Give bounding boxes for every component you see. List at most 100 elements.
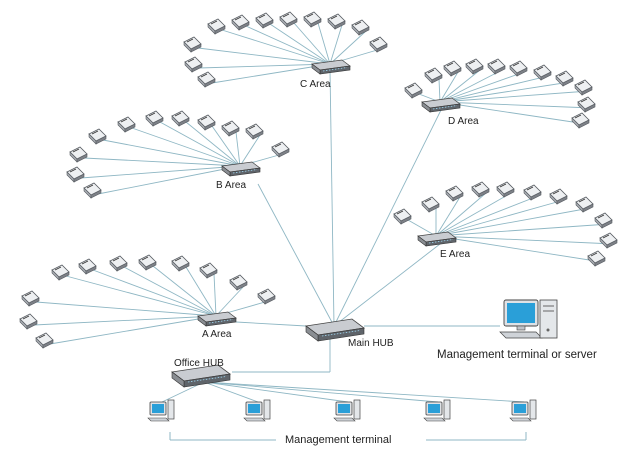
terminal-device-icon — [271, 141, 290, 158]
terminal-device-icon — [571, 112, 590, 129]
terminal-device-icon — [83, 182, 102, 199]
terminal-device-icon — [465, 58, 484, 75]
terminal-device-icon — [577, 96, 596, 113]
terminal-device-icon — [171, 110, 190, 127]
office-pc-link-3 — [203, 381, 349, 403]
d-area-link-7 — [439, 75, 549, 103]
terminal-device-icon — [109, 255, 128, 272]
management-terminal-label: Management terminal — [285, 434, 391, 446]
d-area-link-8 — [439, 81, 571, 103]
e-area-link-10 — [435, 235, 615, 245]
trunk-link-b — [257, 183, 335, 327]
terminal-device-icon — [19, 313, 38, 330]
b-area-label: B Area — [216, 180, 246, 191]
terminal-device-icon — [183, 36, 202, 53]
terminal-device-icon — [471, 181, 490, 198]
terminal-device-icon — [523, 184, 542, 201]
d-area-link-2 — [438, 78, 441, 103]
server-label: Management terminal or server — [437, 349, 597, 361]
e-area-link-8 — [435, 207, 591, 237]
terminal-device-icon — [587, 250, 606, 267]
a-area-link-3 — [123, 266, 217, 317]
desktop-pc-icon — [243, 399, 271, 422]
e-area-link-11 — [435, 235, 603, 263]
d-area-hub — [421, 97, 461, 113]
c-area-link-4 — [293, 22, 331, 65]
connection-lines — [33, 22, 615, 403]
e-area-link-3 — [435, 196, 461, 237]
terminal-device-icon — [404, 82, 423, 99]
e-area-label: E Area — [440, 249, 470, 260]
d-area-link-4 — [439, 69, 481, 103]
terminal-device-icon — [496, 181, 515, 198]
terminal-device-icon — [231, 14, 250, 31]
c-area-link-7 — [329, 30, 367, 65]
terminal-device-icon — [35, 332, 54, 349]
terminal-device-icon — [117, 116, 136, 133]
a-area-label: A Area — [202, 329, 232, 340]
terminal-device-icon — [66, 166, 85, 183]
terminal-device-icon — [197, 71, 216, 88]
terminal-device-icon — [487, 58, 506, 75]
a-area-hub — [197, 311, 237, 327]
e-area-link-1 — [407, 219, 437, 237]
b-area-link-4 — [185, 121, 241, 167]
terminal-device-icon — [599, 232, 618, 249]
trunk-link-e — [333, 243, 441, 327]
terminal-device-icon — [51, 264, 70, 281]
trunk-link-c — [329, 69, 335, 327]
b-area-link-9 — [83, 157, 241, 167]
terminal-device-icon — [245, 123, 264, 140]
terminal-device-icon — [229, 274, 248, 291]
terminal-device-icon — [393, 208, 412, 225]
c-area-link-3 — [269, 23, 331, 65]
b-area-link-3 — [159, 121, 241, 167]
terminal-device-icon — [533, 64, 552, 81]
terminal-device-icon — [549, 188, 568, 205]
a-area-link-10 — [33, 315, 217, 326]
desktop-pc-icon — [147, 399, 175, 422]
terminal-device-icon — [327, 13, 346, 30]
b-area-link-2 — [131, 127, 241, 167]
c-area-link-5 — [317, 22, 331, 65]
trunk-link-a — [235, 321, 307, 327]
office-pc-link-5 — [203, 381, 525, 403]
trunk-link-d — [333, 107, 443, 327]
d-area-label: D Area — [448, 116, 479, 127]
c-area-link-6 — [329, 24, 343, 65]
management-terminal-pcs — [147, 399, 537, 422]
terminal-device-icon — [207, 18, 226, 35]
e-area-hub — [417, 231, 457, 247]
terminal-device-icon — [257, 288, 276, 305]
desktop-pc-icon — [509, 399, 537, 422]
a-area-link-9 — [35, 301, 217, 317]
terminal-device-icon — [279, 11, 298, 28]
a-area-link-6 — [213, 273, 217, 317]
server-computer-icon — [499, 299, 558, 339]
terminal-device-icon — [443, 60, 462, 77]
office-hub-label: Office HUB — [174, 358, 224, 369]
c-area-link-2 — [245, 25, 331, 65]
c-area-link-10 — [198, 63, 331, 69]
d-area-link-5 — [439, 69, 503, 103]
b-area-link-6 — [235, 131, 241, 167]
e-area-link-4 — [435, 192, 487, 237]
terminal-device-icon — [255, 12, 274, 29]
e-area-link-6 — [435, 195, 539, 237]
terminal-device-icon — [171, 255, 190, 272]
a-area-link-4 — [152, 265, 217, 317]
d-area-link-11 — [439, 101, 587, 125]
d-area-link-6 — [439, 71, 525, 103]
terminal-device-icon — [509, 60, 528, 77]
office-pc-link-1 — [161, 381, 205, 403]
b-area-link-1 — [102, 139, 241, 167]
c-area-link-9 — [197, 47, 331, 65]
a-area-link-7 — [215, 285, 245, 317]
a-area-link-2 — [92, 269, 217, 317]
b-area-link-5 — [211, 125, 241, 167]
b-area-link-10 — [80, 165, 241, 179]
terminal-device-icon — [574, 79, 593, 96]
a-area-link-11 — [49, 315, 217, 345]
b-area-link-7 — [239, 134, 261, 167]
terminal-device-icon — [594, 212, 613, 229]
